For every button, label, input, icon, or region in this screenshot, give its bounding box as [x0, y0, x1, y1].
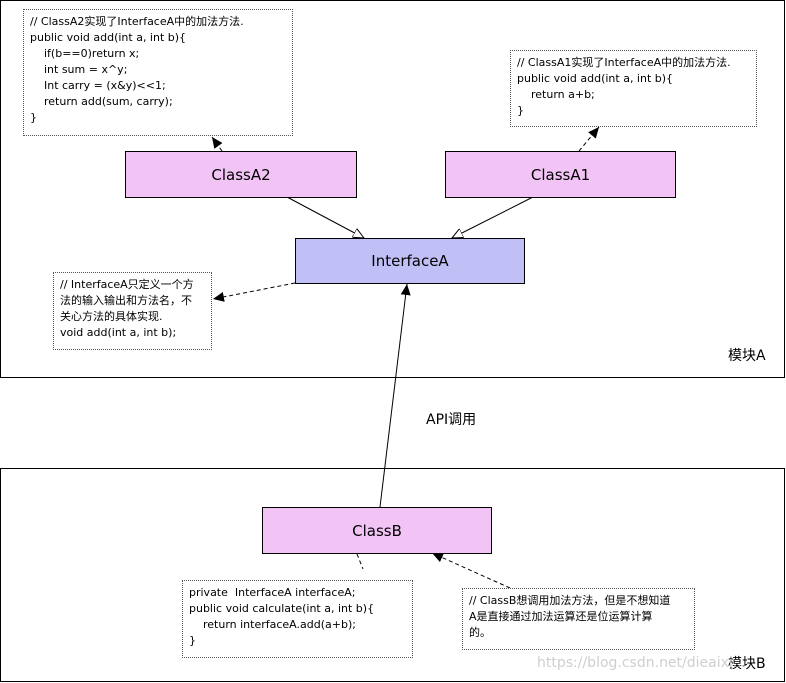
note-line: // ClassB想调用加法方法，但是不想知道 [469, 594, 671, 607]
note-line: // InterfaceA只定义一个方 [60, 278, 194, 291]
note-line: void add(int a, int b); [60, 326, 177, 339]
module-b-label: 模块B [728, 656, 766, 672]
note-line: // ClassA2实现了InterfaceA中的加法方法. [30, 15, 244, 28]
note-line: 关心方法的具体实现. [60, 310, 163, 323]
note-class-b: private InterfaceA interfaceA; public vo… [182, 580, 413, 658]
note-line: public void calculate(int a, int b){ [189, 602, 375, 615]
note-line: public void add(int a, int b){ [30, 31, 187, 44]
class-a2-box: ClassA2 [125, 151, 357, 198]
note-classb-comment-connector [431, 552, 511, 589]
realization-a2-arrow [286, 196, 364, 238]
note-line: 的。 [469, 626, 491, 639]
note-line: A是直接通过加法运算还是位运算计算 [469, 610, 653, 623]
note-line: } [30, 111, 37, 124]
class-b-box: ClassB [262, 507, 492, 554]
note-line: return a+b; [517, 88, 595, 101]
note-line: } [189, 634, 196, 647]
note-a1-connector [578, 126, 600, 152]
note-line: Int carry = (x&y)<<1; [30, 79, 166, 92]
note-line: return add(sum, carry); [30, 95, 173, 108]
note-class-b-comment: // ClassB想调用加法方法，但是不想知道 A是直接通过加法运算还是位运算计… [462, 588, 695, 650]
note-class-a2: // ClassA2实现了InterfaceA中的加法方法. public vo… [23, 9, 293, 136]
note-line: private InterfaceA interfaceA; [189, 586, 356, 599]
watermark-text: https://blog.csdn.net/dieaixi... [537, 655, 747, 671]
note-line: 法的输入输出和方法名，不 [60, 294, 192, 307]
note-class-a1: // ClassA1实现了InterfaceA中的加法方法. public vo… [510, 50, 757, 127]
note-line: return interfaceA.add(a+b); [189, 618, 356, 631]
api-call-label: API调用 [426, 412, 477, 428]
note-a2-connector [211, 136, 223, 152]
note-line: if(b==0)return x; [30, 47, 140, 60]
interface-a-box: InterfaceA [295, 238, 525, 284]
note-line: // ClassA1实现了InterfaceA中的加法方法. [517, 56, 731, 69]
realization-a1-arrow [452, 196, 534, 238]
note-line: } [517, 104, 524, 117]
note-interface-a: // InterfaceA只定义一个方 法的输入输出和方法名，不 关心方法的具体… [53, 272, 212, 350]
note-line: int sum = x^y; [30, 63, 128, 76]
api-call-arrow [379, 283, 411, 508]
note-classb-connector [356, 553, 364, 570]
module-a-label: 模块A [728, 348, 766, 364]
class-a1-box: ClassA1 [445, 151, 676, 198]
note-interface-connector [212, 282, 296, 302]
note-line: public void add(int a, int b){ [517, 72, 674, 85]
